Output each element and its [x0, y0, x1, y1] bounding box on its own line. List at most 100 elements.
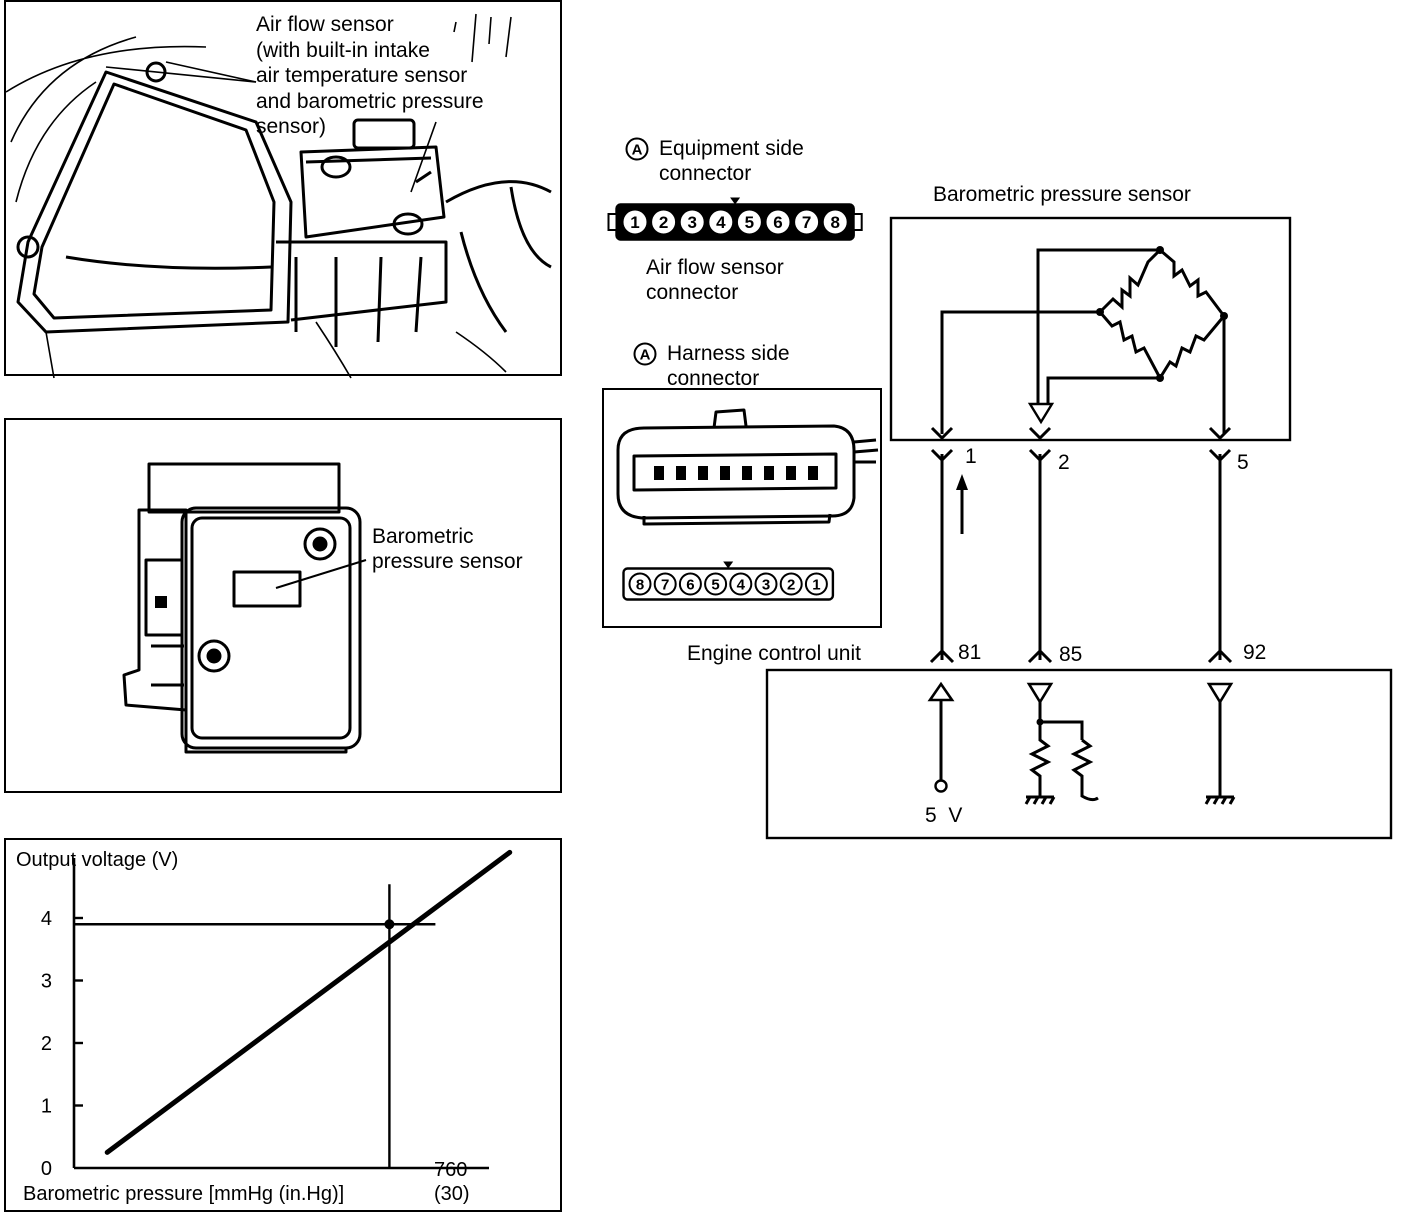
ecu-input-ground [1024, 795, 1056, 805]
chevron-pin-92 [1207, 648, 1233, 664]
airflow-label-line-3: air temperature sensor [256, 64, 468, 87]
connector-pin-4 [707, 208, 735, 236]
connector-pin-2 [779, 572, 803, 596]
connector-pin-7 [793, 208, 821, 236]
engine-bay-illustration [5, 13, 552, 379]
connector-pin-label-5: 5 [711, 576, 719, 593]
chart-x-tick-30: (30) [434, 1183, 470, 1205]
equipment-connector-caption: Air flow sensor connector [646, 255, 784, 305]
ecu-pin-92: 92 [1243, 641, 1267, 664]
harness-plug-illustration [616, 408, 879, 526]
connector-pin-label-1: 1 [812, 576, 820, 593]
harness-title-line-2: connector [667, 367, 760, 390]
output-voltage-chart-panel: Output voltage (V) Barometric pressure [… [4, 838, 562, 1212]
connector-pin-3 [754, 572, 778, 596]
connector-key-marker [730, 197, 741, 205]
equipment-title-line-1: Equipment side [659, 137, 804, 160]
sensor-pin-2: 2 [1058, 451, 1070, 474]
chevron-pin-2-bot [1028, 448, 1052, 463]
chart-x-tick-760: 760 [434, 1159, 468, 1181]
sensor-pin-1: 1 [965, 445, 977, 468]
connector-pin-8 [628, 572, 652, 596]
equipment-connector-title: Equipment side connector [659, 136, 804, 186]
baro-photo-label-line-2: pressure sensor [372, 550, 523, 573]
chart-reference-point [384, 919, 395, 930]
chart-y-tick-label-3: 3 [41, 971, 52, 993]
baro-photo-label-line-1: Barometric [372, 525, 474, 548]
sensor-pin-5: 5 [1237, 451, 1249, 474]
harness-circle-letter: A [640, 347, 651, 364]
equipment-title-line-2: connector [659, 162, 752, 185]
ecu-pin-81: 81 [958, 641, 982, 664]
ecu-pin-85: 85 [1059, 643, 1083, 666]
ecu-input-triangle [1026, 682, 1054, 705]
airflow-sensor-photo-panel: Air flow sensor (with built-in intake ai… [4, 0, 562, 379]
connector-pin-label-7: 7 [802, 213, 811, 232]
barometric-sensor-photo-label: Barometric pressure sensor [372, 524, 523, 574]
supply-voltage-label: 5 V [925, 804, 963, 827]
connector-pin-label-3: 3 [687, 213, 696, 232]
airflow-sensor-label: Air flow sensor (with built-in intake ai… [256, 12, 484, 140]
connector-pin-label-1: 1 [630, 213, 639, 232]
chart-series-line-0 [104, 849, 513, 1155]
connector-pin-6 [678, 572, 702, 596]
equipment-caption-line-2: connector [646, 281, 739, 304]
connector-pin-7 [653, 572, 677, 596]
connector-pin-label-4: 4 [716, 213, 726, 232]
connector-latch-left [607, 213, 618, 231]
chart-y-tick-label-4: 4 [41, 908, 52, 930]
connector-pin-8 [821, 208, 849, 236]
connector-body [622, 567, 835, 601]
connector-pin-6 [764, 208, 792, 236]
connector-pin-3 [678, 208, 706, 236]
equipment-circle-letter: A [632, 142, 643, 159]
connector-pin-label-8: 8 [830, 213, 839, 232]
equipment-circle-a-icon: A [625, 137, 649, 161]
ecu-supply-triangle [927, 681, 955, 702]
supply-terminal [934, 779, 948, 793]
connector-pin-5 [735, 208, 763, 236]
connector-pin-label-5: 5 [745, 213, 754, 232]
sensor-block-outline [889, 216, 1292, 442]
harness-connector-title: Harness side connector [667, 341, 790, 391]
chevron-pin-81 [929, 648, 955, 664]
bridge-bottom-lead [1046, 376, 1160, 404]
connector-pin-label-4: 4 [737, 576, 746, 593]
chevron-pin-1-top [930, 426, 954, 441]
bridge-resistor-3 [1098, 311, 1162, 379]
connector-key-marker [723, 561, 734, 569]
chart-x-axis-label: Barometric pressure [mmHg (in.Hg)] [23, 1183, 345, 1205]
ecu-block-title: Engine control unit [687, 642, 861, 665]
connector-pin-label-3: 3 [762, 576, 770, 593]
sensor-output-buffer [1027, 402, 1055, 425]
chevron-pin-5-bot [1208, 448, 1232, 463]
connector-pin-5 [704, 572, 728, 596]
connector-pin-2 [650, 208, 678, 236]
bridge-pin2-lead [1036, 248, 1160, 404]
connector-pin-4 [729, 572, 753, 596]
chevron-pin-1-bot [930, 448, 954, 463]
connector-pin-label-6: 6 [773, 213, 782, 232]
bridge-resistor-2 [1159, 248, 1226, 317]
connector-pin-label-8: 8 [636, 576, 644, 593]
sensor-block-title: Barometric pressure sensor [933, 183, 1191, 206]
connector-pin-label-7: 7 [661, 576, 669, 593]
airflow-label-line-2: (with built-in intake [256, 38, 430, 62]
connector-pin-label-2: 2 [787, 576, 795, 593]
bridge-resistor-1 [1098, 248, 1162, 314]
ecu-ground-symbol [1204, 795, 1236, 805]
ecu-filter-resistor [1070, 738, 1099, 802]
ecu-pulldown-resistor [1028, 722, 1052, 796]
connector-pin-label-2: 2 [659, 213, 668, 232]
harness-circle-a-icon: A [633, 342, 657, 366]
chart-y-tick-label-1: 1 [41, 1096, 52, 1118]
bridge-resistor-4 [1158, 315, 1226, 379]
airflow-label-line-1: Air flow sensor [256, 13, 394, 36]
airflow-label-line-4: and barometric pressure [256, 89, 484, 113]
airflow-label-line-5: sensor) [256, 115, 327, 138]
equipment-caption-line-1: Air flow sensor [646, 256, 784, 279]
sensor-module-illustration [122, 462, 367, 754]
